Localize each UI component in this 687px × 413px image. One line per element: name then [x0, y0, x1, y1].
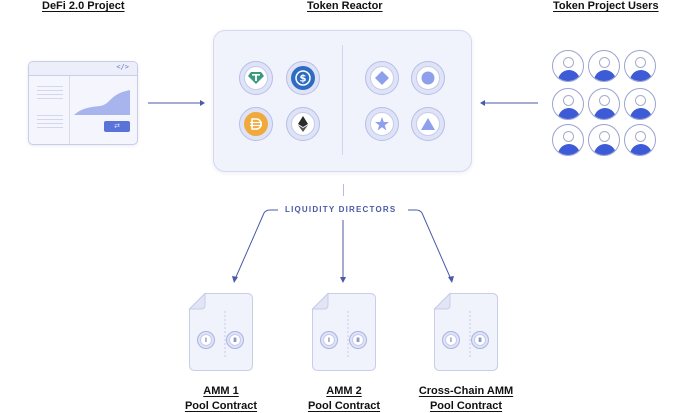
user-avatar [588, 50, 620, 82]
document-icon [188, 292, 253, 371]
user-head-icon [635, 57, 646, 68]
user-head-icon [635, 95, 646, 106]
arrow-to-amm1 [235, 209, 278, 278]
arrow-to-cross-chain [408, 209, 451, 278]
window-titlebar: </> [29, 62, 137, 76]
pool-token-a-label: I [323, 334, 335, 346]
triangle-token [411, 107, 445, 141]
defi-project-title: DeFi 2.0 Project [42, 0, 125, 12]
user-head-icon [635, 131, 646, 142]
usdc-icon: $ [295, 70, 311, 86]
user-body-icon [630, 108, 652, 119]
user-head-icon [599, 95, 610, 106]
text-line [37, 86, 63, 87]
pool-token-a-label: I [200, 334, 212, 346]
user-body-icon [558, 70, 580, 81]
pool-token-a: I [442, 331, 460, 349]
pool-token-a-label: I [445, 334, 457, 346]
reactor-connector [343, 184, 344, 196]
text-line [37, 90, 63, 91]
user-head-icon [563, 57, 574, 68]
pool-token-b-label: II [474, 334, 486, 346]
pool-token-b: II [471, 331, 489, 349]
pool-token-b: II [349, 331, 367, 349]
text-line [37, 115, 63, 116]
star-token [365, 107, 399, 141]
reactor-divider [342, 45, 343, 155]
user-head-icon [599, 131, 610, 142]
area-chart-icon [74, 90, 130, 115]
text-line [37, 94, 63, 95]
arrowhead-cross-chain [448, 276, 454, 283]
user-avatar [588, 124, 620, 156]
pool-token-b-label: II [229, 334, 241, 346]
pool-subtitle: Pool Contract [429, 400, 503, 412]
star-icon [375, 117, 389, 131]
tether-token [239, 61, 273, 95]
user-avatar [624, 88, 656, 120]
text-line [37, 119, 63, 120]
circle-icon [421, 71, 435, 85]
diamond-icon [375, 71, 389, 85]
arrowhead-amm2 [340, 277, 346, 283]
user-head-icon [563, 131, 574, 142]
arrow-defi-to-reactor [148, 100, 205, 106]
user-body-icon [594, 108, 616, 119]
text-line [37, 127, 63, 128]
code-icon: </> [116, 63, 129, 71]
defi-project-window: </> ⇄ [28, 61, 138, 145]
user-body-icon [594, 144, 616, 155]
tether-icon [248, 72, 264, 84]
circle-token [411, 61, 445, 95]
user-body-icon [630, 144, 652, 155]
ethereum-token [286, 107, 320, 141]
user-avatar [552, 124, 584, 156]
pool-token-b-label: II [352, 334, 364, 346]
arrow-users-to-reactor [480, 100, 538, 106]
dai-token [239, 107, 273, 141]
text-line [37, 98, 63, 99]
triangle-icon [421, 118, 435, 130]
user-avatar [588, 88, 620, 120]
user-avatar [552, 50, 584, 82]
user-body-icon [630, 70, 652, 81]
pool-token-b: II [226, 331, 244, 349]
user-head-icon [599, 57, 610, 68]
pool-name: AMM 1 [203, 385, 239, 397]
user-head-icon [563, 95, 574, 106]
user-body-icon [558, 108, 580, 119]
user-body-icon [558, 144, 580, 155]
pool-token-a: I [320, 331, 338, 349]
token-project-users-title: Token Project Users [553, 0, 659, 12]
diamond-token [365, 61, 399, 95]
usdc-token: $ [286, 61, 320, 95]
user-avatar [624, 124, 656, 156]
pool-subtitle: Pool Contract [307, 400, 381, 412]
ethereum-icon [298, 116, 308, 132]
text-line [37, 123, 63, 124]
pool-token-a: I [197, 331, 215, 349]
svg-text:$: $ [300, 74, 307, 85]
dai-icon [250, 118, 262, 130]
liquidity-directors-label: LIQUIDITY DIRECTORS [285, 205, 397, 214]
pool-name: Cross-Chain AMM [418, 385, 514, 397]
arrowhead-amm1 [232, 276, 238, 283]
user-avatar [624, 50, 656, 82]
document-icon [433, 292, 498, 371]
swap-button[interactable]: ⇄ [104, 121, 130, 132]
pool-name: AMM 2 [326, 385, 362, 397]
token-reactor-title: Token Reactor [307, 0, 383, 12]
user-avatar [552, 88, 584, 120]
pool-subtitle: Pool Contract [184, 400, 258, 412]
document-icon [311, 292, 376, 371]
window-divider [69, 76, 70, 144]
user-body-icon [594, 70, 616, 81]
